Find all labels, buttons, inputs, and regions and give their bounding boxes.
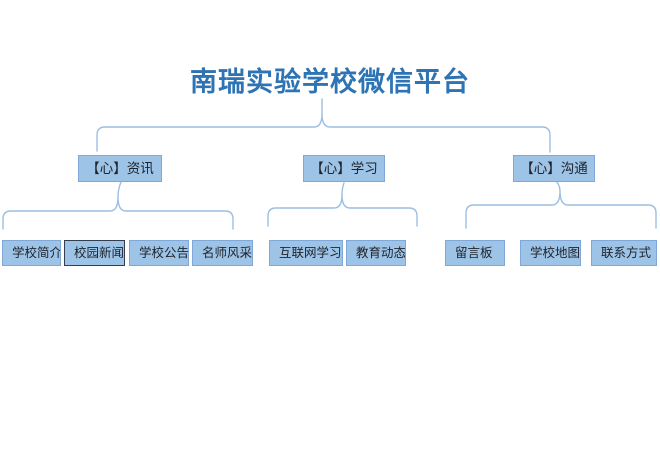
info-brace: [2, 196, 234, 230]
diagram-title: 南瑞实验学校微信平台: [190, 67, 470, 97]
leaf-box-contact-info: 联系方式: [591, 240, 657, 266]
branch-box-learning: 【心】学习: [303, 155, 385, 182]
leaf-box-famous-teachers: 名师风采: [192, 240, 253, 266]
learning-stem-line: [341, 182, 345, 196]
branch-box-communication: 【心】沟通: [513, 155, 595, 182]
leaf-box-school-map: 学校地图: [520, 240, 581, 266]
leaf-box-message-board: 留言板: [445, 240, 505, 266]
leaf-box-internet-learning: 互联网学习: [269, 240, 343, 266]
leaf-box-campus-news: 校园新闻: [64, 240, 125, 266]
communication-brace: [465, 190, 657, 229]
root-brace: [96, 113, 551, 153]
branch-box-info: 【心】资讯: [78, 155, 162, 182]
leaf-box-education-news: 教育动态: [346, 240, 406, 266]
leaf-box-school-intro: 学校简介: [2, 240, 61, 266]
leaf-box-school-notice: 学校公告: [129, 240, 189, 266]
info-stem-line: [117, 181, 122, 198]
learning-brace: [267, 194, 418, 227]
